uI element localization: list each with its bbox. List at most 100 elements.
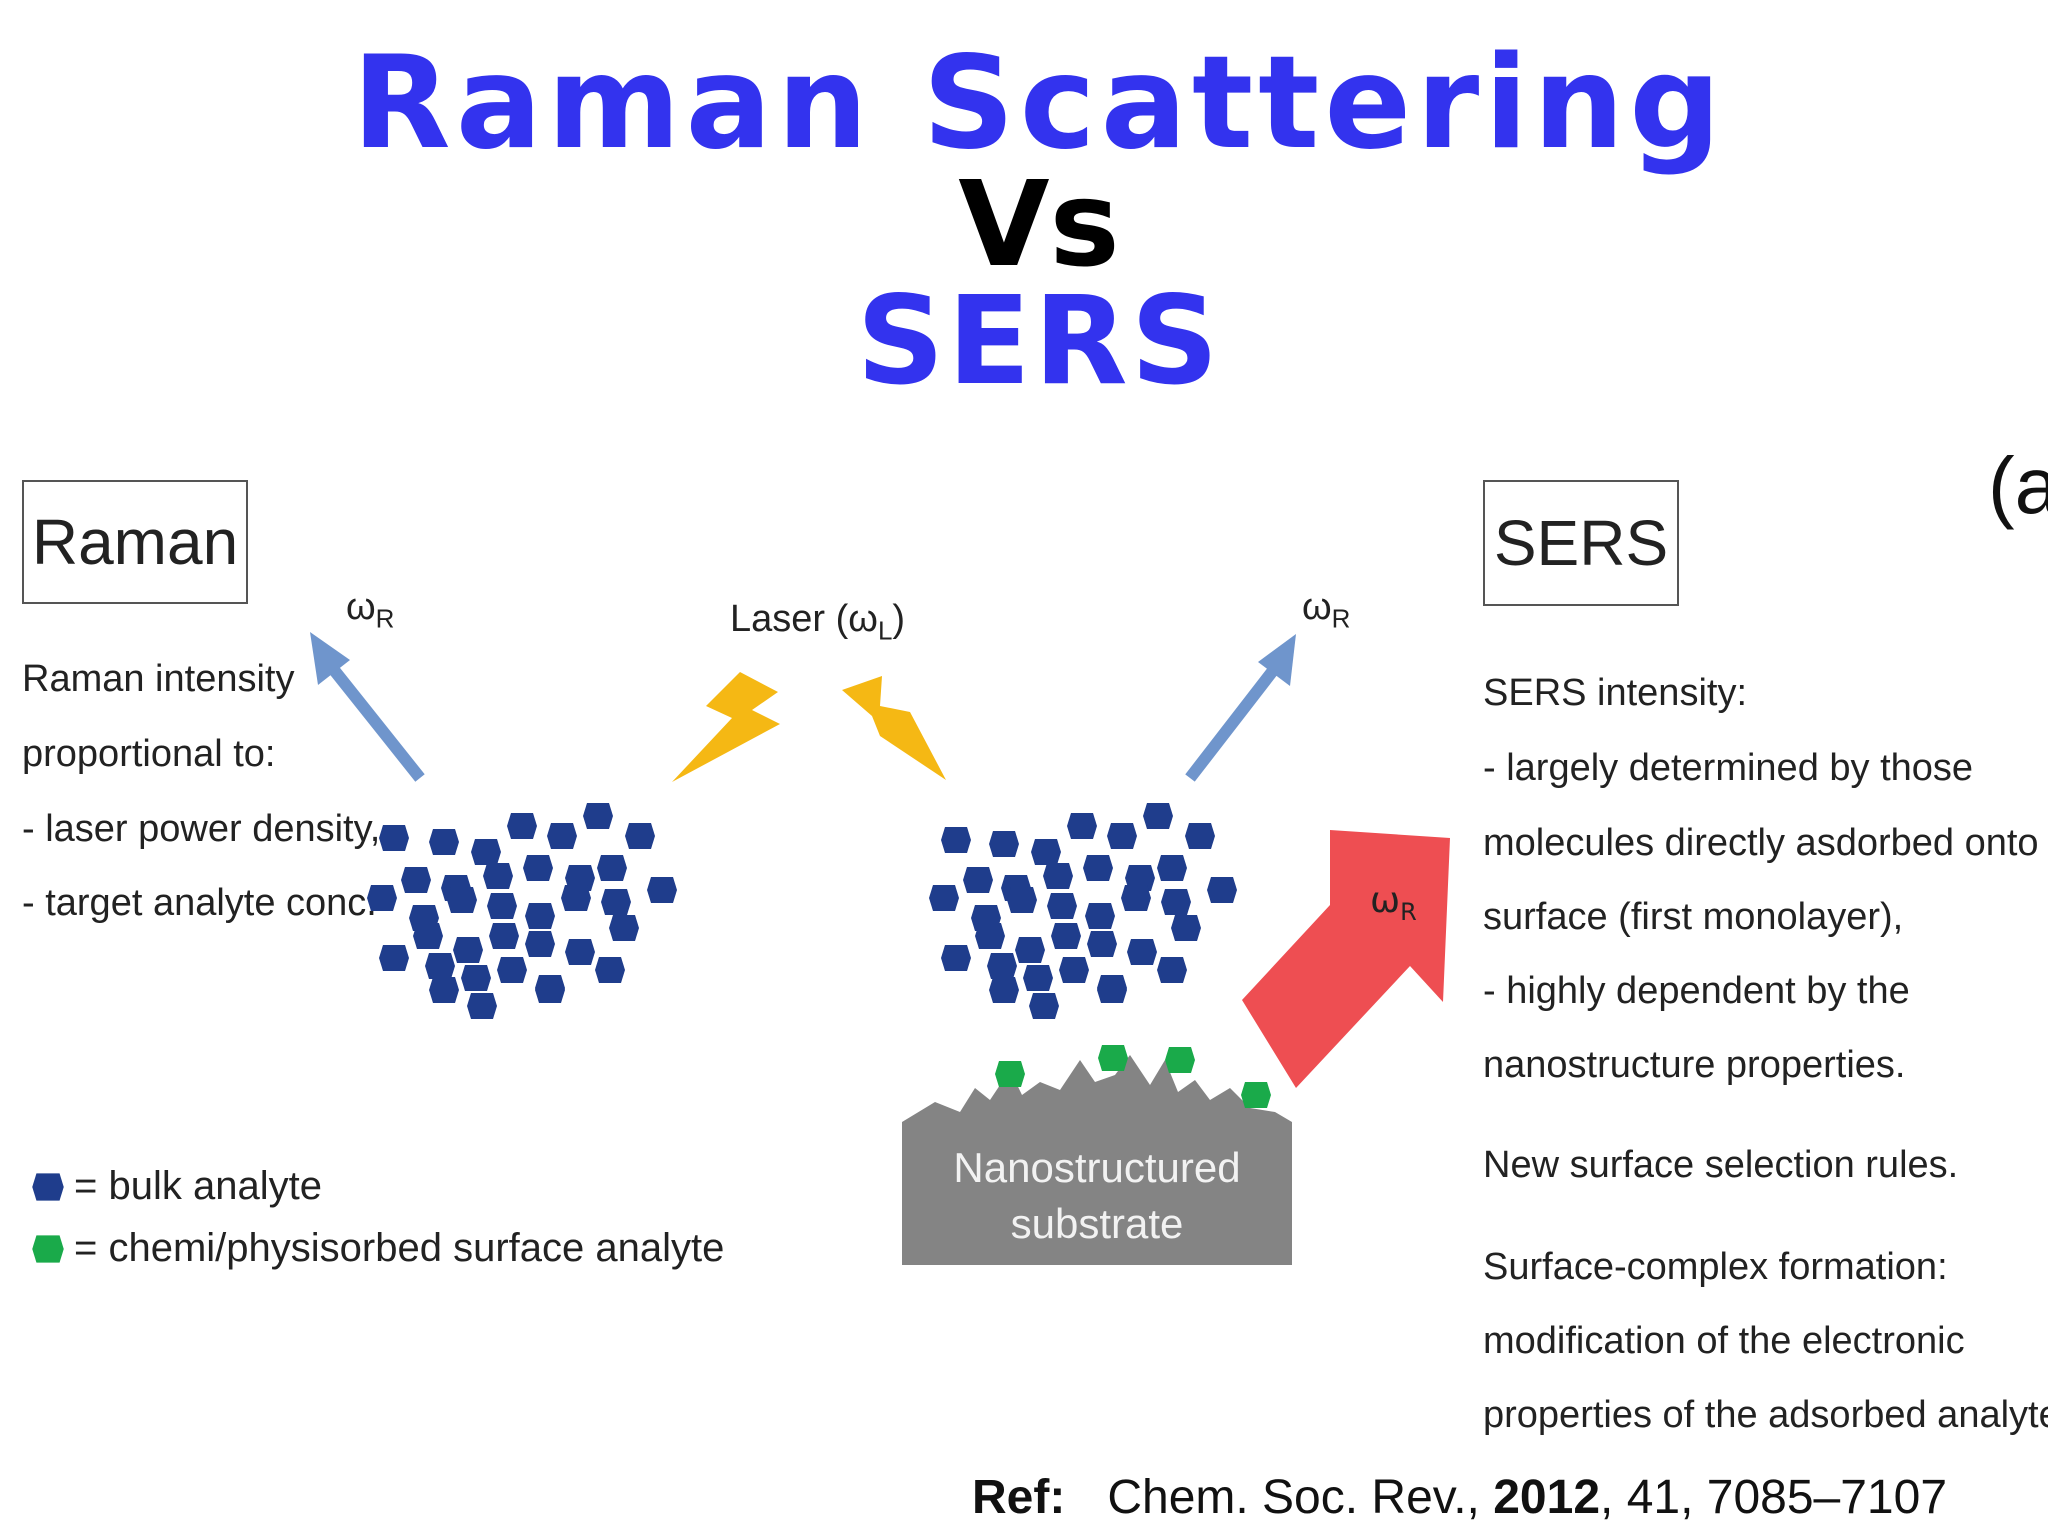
bulk-analyte-hexagon-icon	[1157, 957, 1187, 983]
bulk-analyte-hexagon-icon	[525, 931, 555, 957]
bulk-analyte-hexagon-icon	[467, 993, 497, 1019]
bulk-analyte-hexagon-icon	[1107, 823, 1137, 849]
bulk-analyte-hexagon-icon	[1047, 893, 1077, 919]
panel-corner-label: (a	[1988, 441, 2048, 530]
bulk-analyte-hexagon-icon	[1059, 957, 1089, 983]
raman-text-line: - laser power density,	[22, 808, 381, 850]
raman-text-line: - target analyte conc.	[22, 882, 377, 924]
bulk-analyte-hexagon-icon	[987, 953, 1017, 979]
scatter-arrow-icon	[310, 632, 425, 782]
bulk-analyte-hexagon-icon	[497, 957, 527, 983]
bulk-analyte-hexagon-icon	[471, 839, 501, 865]
sers-text-line: molecules directly asdorbed onto the	[1483, 822, 2048, 864]
bulk-analyte-hexagon-icon	[507, 813, 537, 839]
title-line-2: Vs	[958, 155, 1120, 293]
bulk-analyte-hexagon-icon	[561, 885, 591, 911]
substrate-label: Nanostructured substrate	[902, 1140, 1292, 1252]
bulk-analyte-hexagon-icon	[429, 977, 459, 1003]
bulk-analyte-hexagon-icon	[647, 877, 677, 903]
bulk-analyte-hexagon-icon	[1083, 855, 1113, 881]
bulk-analyte-hexagon-icon	[1085, 903, 1115, 929]
sers-enhanced-label: ωR	[1370, 880, 1417, 926]
bulk-analyte-hexagon-icon	[483, 863, 513, 889]
surface-analyte-hexagon-icon	[1241, 1082, 1271, 1108]
bulk-analyte-hexagon-icon	[975, 923, 1005, 949]
bulk-analyte-hexagon-icon	[989, 831, 1019, 857]
sers-rules-line: New surface selection rules.	[1483, 1144, 1959, 1186]
bulk-analyte-hexagon-icon	[989, 977, 1019, 1003]
sers-enhanced-arrow-icon	[1242, 830, 1450, 1088]
sers-text-line: nanostructure properties.	[1483, 1044, 1906, 1086]
sers-bulk-analyte-cluster	[929, 803, 1237, 1019]
surface-analyte-hexagon-icon	[1165, 1047, 1195, 1073]
bulk-analyte-hexagon-icon	[535, 977, 565, 1003]
bulk-analyte-hexagon-icon	[1067, 813, 1097, 839]
legend-surface-label: = chemi/physisorbed surface analyte	[74, 1226, 725, 1270]
bulk-analyte-hexagon-icon	[489, 923, 519, 949]
bulk-analyte-hexagon-icon	[461, 965, 491, 991]
bulk-analyte-hexagon-icon	[32, 1173, 64, 1201]
laser-label-sub: L	[877, 615, 893, 646]
reference-citation: Ref:Chem. Soc. Rev., 2012, 41, 7085–7107	[972, 1470, 1947, 1525]
raman-text-line: Raman intensity	[22, 658, 295, 700]
sers-text-line: - largely determined by those	[1483, 747, 1974, 789]
bulk-analyte-hexagon-icon	[425, 953, 455, 979]
bulk-analyte-hexagon-icon	[487, 893, 517, 919]
scatter-arrow-icon	[1185, 634, 1296, 782]
bulk-analyte-hexagon-icon	[1015, 937, 1045, 963]
sers-text-line: SERS intensity:	[1483, 672, 1747, 714]
bulk-analyte-hexagon-icon	[453, 937, 483, 963]
bulk-analyte-hexagon-icon	[1143, 803, 1173, 829]
bulk-analyte-hexagon-icon	[597, 855, 627, 881]
bulk-analyte-hexagon-icon	[941, 827, 971, 853]
bulk-analyte-hexagon-icon	[565, 939, 595, 965]
omega-symbol: ω	[1370, 880, 1400, 921]
surface-analyte-hexagon-icon	[995, 1061, 1025, 1087]
bulk-analyte-hexagon-icon	[447, 887, 477, 913]
laser-label-prefix: Laser (ω	[730, 598, 878, 640]
bulk-analyte-hexagon-icon	[367, 885, 397, 911]
reference-label: Ref:	[972, 1471, 1066, 1524]
bulk-analyte-hexagon-icon	[1043, 863, 1073, 889]
bulk-analyte-hexagon-icon	[1121, 885, 1151, 911]
sers-text-line: surface (first monolayer),	[1483, 896, 1904, 938]
raman-text-line: proportional to:	[22, 733, 276, 775]
bulk-analyte-hexagon-icon	[525, 903, 555, 929]
bulk-analyte-hexagon-icon	[1127, 939, 1157, 965]
bulk-analyte-hexagon-icon	[379, 945, 409, 971]
bulk-analyte-hexagon-icon	[941, 945, 971, 971]
bulk-analyte-hexagon-icon	[1029, 993, 1059, 1019]
bulk-analyte-hexagon-icon	[1031, 839, 1061, 865]
bulk-analyte-hexagon-icon	[609, 915, 639, 941]
bulk-analyte-hexagon-icon	[547, 823, 577, 849]
bulk-analyte-hexagon-icon	[625, 823, 655, 849]
bulk-analyte-hexagon-icon	[1161, 889, 1191, 915]
sers-complex-line: properties of the adsorbed analyte.	[1483, 1394, 2048, 1436]
bulk-analyte-hexagon-icon	[1171, 915, 1201, 941]
laser-bolt-icon	[842, 676, 946, 780]
reference-journal: Chem. Soc. Rev.,	[1107, 1471, 1494, 1524]
bulk-analyte-hexagon-icon	[583, 803, 613, 829]
sers-scatter-label: ωR	[1302, 586, 1350, 635]
bulk-analyte-hexagon-icon	[429, 829, 459, 855]
sers-text-line: - highly dependent by the	[1483, 970, 1910, 1012]
laser-bolt-icon	[672, 672, 780, 782]
bulk-analyte-hexagon-icon	[601, 889, 631, 915]
bulk-analyte-hexagon-icon	[929, 885, 959, 911]
omega-symbol: ω	[346, 586, 376, 628]
omega-subscript: R	[1400, 898, 1417, 926]
bulk-analyte-hexagon-icon	[1207, 877, 1237, 903]
omega-subscript: R	[1331, 603, 1351, 634]
laser-label-suffix: )	[892, 598, 906, 640]
substrate-label-line: Nanostructured	[953, 1144, 1241, 1191]
raman-box-label: Raman	[22, 480, 248, 604]
title-line-3: SERS	[856, 270, 1222, 412]
bulk-analyte-hexagon-icon	[1185, 823, 1215, 849]
bulk-analyte-hexagon-icon	[1051, 923, 1081, 949]
omega-symbol: ω	[1302, 586, 1332, 628]
bulk-analyte-hexagon-icon	[595, 957, 625, 983]
bulk-analyte-hexagon-icon	[523, 855, 553, 881]
legend-bulk-label: = bulk analyte	[74, 1164, 322, 1208]
laser-label: Laser (ωL)	[730, 598, 905, 647]
